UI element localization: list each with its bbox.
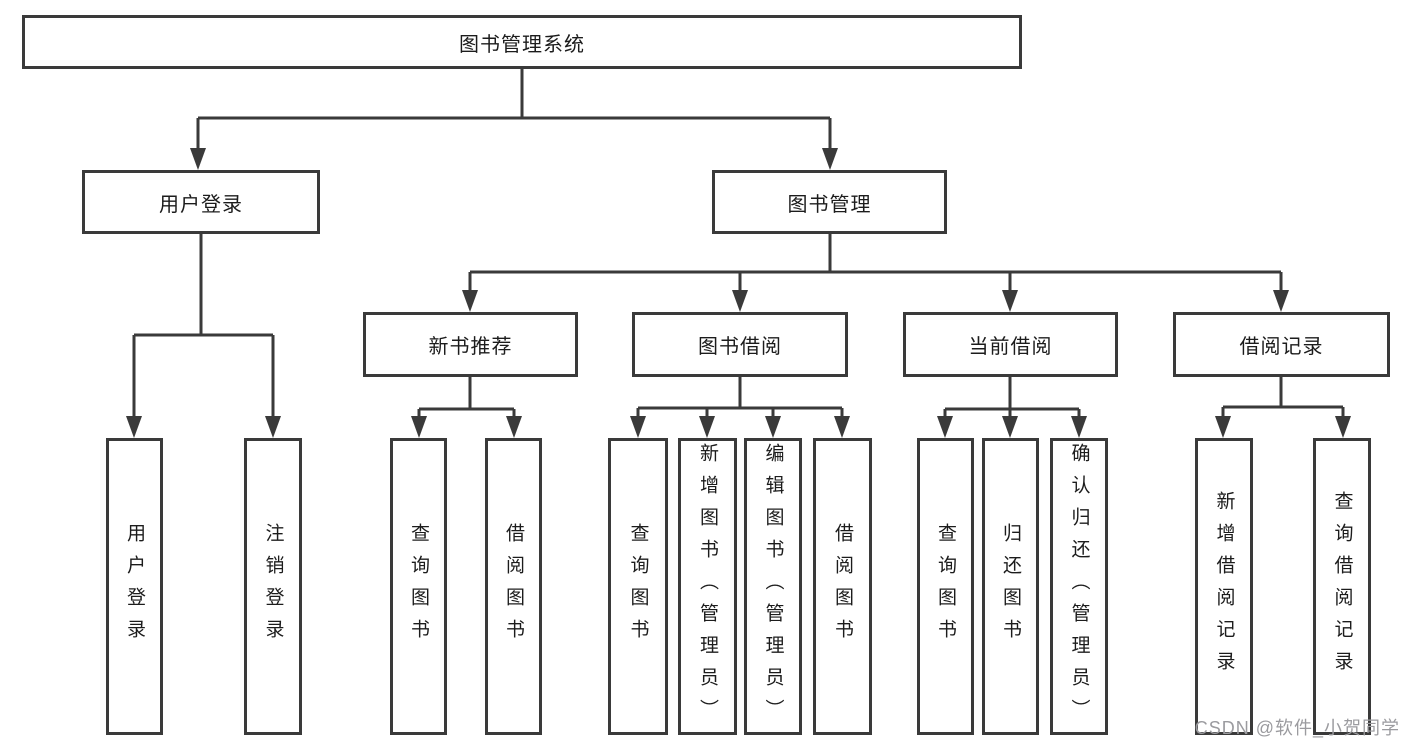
leaf-query-borrow-record: 查询借阅记录 [1313,438,1371,735]
node-label: 新增借阅记录 [1213,490,1235,683]
node-label: 图书管理 [787,193,872,216]
node-label: 用户登录 [124,522,145,651]
leaf-return-books: 归还图书 [982,438,1039,735]
node-borrowing-records: 借阅记录 [1173,312,1390,377]
leaf-edit-book-admin: 编辑图书（管理员） [744,438,802,735]
node-library-management-system: 图书管理系统 [22,15,1022,69]
node-book-management: 图书管理 [712,170,947,234]
leaf-borrow-books-recommend: 借阅图书 [485,438,542,735]
node-label: 借阅图书 [503,522,524,651]
csdn-watermark: CSDN @软件_小贺同学 [1194,718,1400,738]
leaf-borrow-books-borrowing: 借阅图书 [813,438,872,735]
node-label: 编辑图书（管理员） [762,442,784,731]
node-label: 图书管理系统 [459,33,585,56]
node-label: 归还图书 [1000,522,1021,651]
leaf-query-books-borrowing: 查询图书 [608,438,668,735]
node-label: 用户登录 [159,193,243,216]
node-new-book-recommend: 新书推荐 [363,312,578,377]
node-label: 借阅图书 [832,522,853,651]
node-label: 查询图书 [935,522,956,651]
node-label: 新书推荐 [428,336,513,358]
node-label: 查询图书 [408,522,429,651]
leaf-add-book-admin: 新增图书（管理员） [678,438,737,735]
node-label: 确认归还（管理员） [1068,442,1090,731]
node-label: 注销登录 [262,522,284,651]
leaf-add-borrow-record: 新增借阅记录 [1195,438,1253,735]
node-label: 查询图书 [627,522,649,651]
node-label: 查询借阅记录 [1331,490,1353,683]
node-label: 新增图书（管理员） [697,442,718,731]
leaf-query-books-current: 查询图书 [917,438,974,735]
node-book-borrowing: 图书借阅 [632,312,848,377]
leaf-query-books-recommend: 查询图书 [390,438,447,735]
node-label: 借阅记录 [1239,336,1324,358]
arrowheads [126,148,1351,438]
leaf-confirm-return-admin: 确认归还（管理员） [1050,438,1108,735]
node-label: 当前借阅 [968,336,1053,358]
node-label: 图书借阅 [698,336,782,358]
node-user-login: 用户登录 [82,170,320,234]
leaf-user-login: 用户登录 [106,438,163,735]
leaf-logout: 注销登录 [244,438,302,735]
node-current-borrowing: 当前借阅 [903,312,1118,377]
